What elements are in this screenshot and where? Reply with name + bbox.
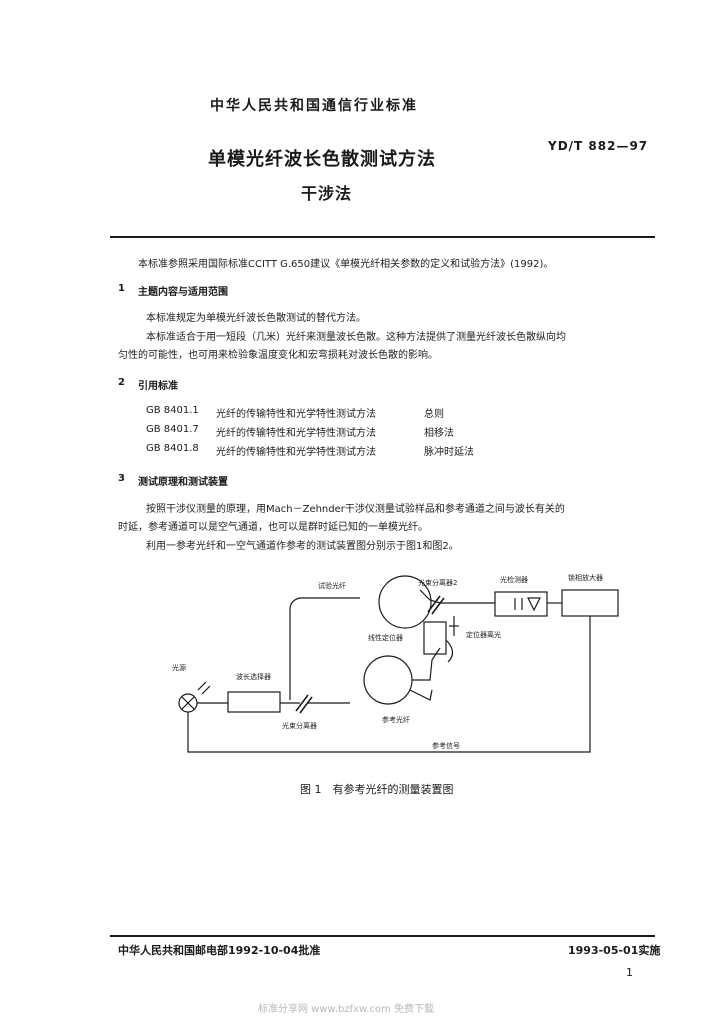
wavelength-selector-box	[227, 691, 281, 713]
section-1-para-1: 本标准规定为单模光纤波长色散测试的替代方法。	[146, 313, 366, 324]
header-rule	[110, 236, 655, 238]
ref-desc: 光纤的传输特性和光学特性测试方法	[216, 447, 376, 458]
label-splitter-1: 光束分离器	[282, 721, 317, 730]
section-1-title: 主题内容与适用范围	[138, 287, 228, 298]
label-reference-fiber: 参考光纤	[382, 715, 410, 724]
section-1-para-2: 本标准适合于用一短段（几米）光纤来测量波长色散。这种方法提供了测量光纤波长色散纵…	[146, 332, 566, 343]
reference-fiber-coil	[363, 655, 413, 705]
figure-caption: 图 1 有参考光纤的测量装置图	[300, 783, 454, 796]
label-splitter-2: 光束分离器2	[418, 578, 457, 587]
splitter-2-symbol	[427, 595, 441, 613]
label-mirror-stage: 定位器离光	[466, 630, 501, 639]
splitter-1-symbol	[295, 694, 309, 712]
test-fiber-coil	[378, 575, 432, 629]
linear-positioner-box	[423, 621, 447, 655]
section-1-para-3: 匀性的可能性，也可用来检验象温度变化和宏弯损耗对波长色散的影响。	[118, 350, 438, 361]
approval-date: 中华人民共和国邮电部1992-10-04批准	[118, 944, 321, 957]
label-wavelength-selector: 波长选择器	[236, 672, 271, 681]
section-3-title: 测试原理和测试装置	[138, 477, 228, 488]
label-photodetector: 光检测器	[500, 575, 528, 584]
ref-code: GB 8401.1	[146, 405, 199, 416]
section-3-para-1: 按照干涉仪测量的原理，用Mach－Zehnder干涉仪测量试验样品和参考通道之间…	[146, 504, 565, 515]
effective-date: 1993-05-01实施	[568, 944, 661, 957]
ref-desc: 光纤的传输特性和光学特性测试方法	[216, 428, 376, 439]
page-number: 1	[626, 966, 633, 979]
section-3-para-3: 利用一参考光纤和一空气通道作参考的测试装置图分别示于图1和图2。	[146, 541, 459, 552]
label-reference-signal: 参考信号	[432, 741, 460, 750]
ref-code: GB 8401.7	[146, 424, 199, 435]
section-3-para-2: 时延，参考通道可以是空气通道，也可以是群时延已知的一单模光纤。	[118, 522, 428, 533]
standard-number: YD/T 882—97	[548, 139, 649, 153]
ref-desc: 光纤的传输特性和光学特性测试方法	[216, 409, 376, 420]
document-title: 单模光纤波长色散测试方法	[208, 149, 436, 170]
ref-part: 脉冲时延法	[424, 447, 474, 458]
section-2-number: 2	[118, 377, 125, 388]
footer-rule	[110, 935, 655, 937]
section-2-title: 引用标准	[138, 381, 178, 392]
label-light-source: 光源	[172, 663, 186, 672]
section-3-number: 3	[118, 473, 125, 484]
label-lockin-amplifier: 锁相放大器	[568, 573, 603, 582]
photodetector-box	[494, 591, 548, 617]
label-test-fiber: 试验光纤	[318, 581, 346, 590]
intro-text: 本标准参照采用国际标准CCITT G.650建议《单模光纤相关参数的定义和试验方…	[138, 259, 554, 270]
ref-part: 总则	[424, 409, 444, 420]
document-subtitle: 干涉法	[301, 184, 353, 203]
section-1-number: 1	[118, 283, 125, 294]
ref-code: GB 8401.8	[146, 443, 199, 454]
ref-part: 相移法	[424, 428, 454, 439]
issuing-authority: 中华人民共和国通信行业标准	[210, 98, 418, 114]
lockin-amplifier-box	[561, 589, 619, 617]
watermark: 标准分享网 www.bzfxw.com 免费下载	[258, 1004, 434, 1015]
label-linear-positioner: 线性定位器	[368, 633, 403, 642]
